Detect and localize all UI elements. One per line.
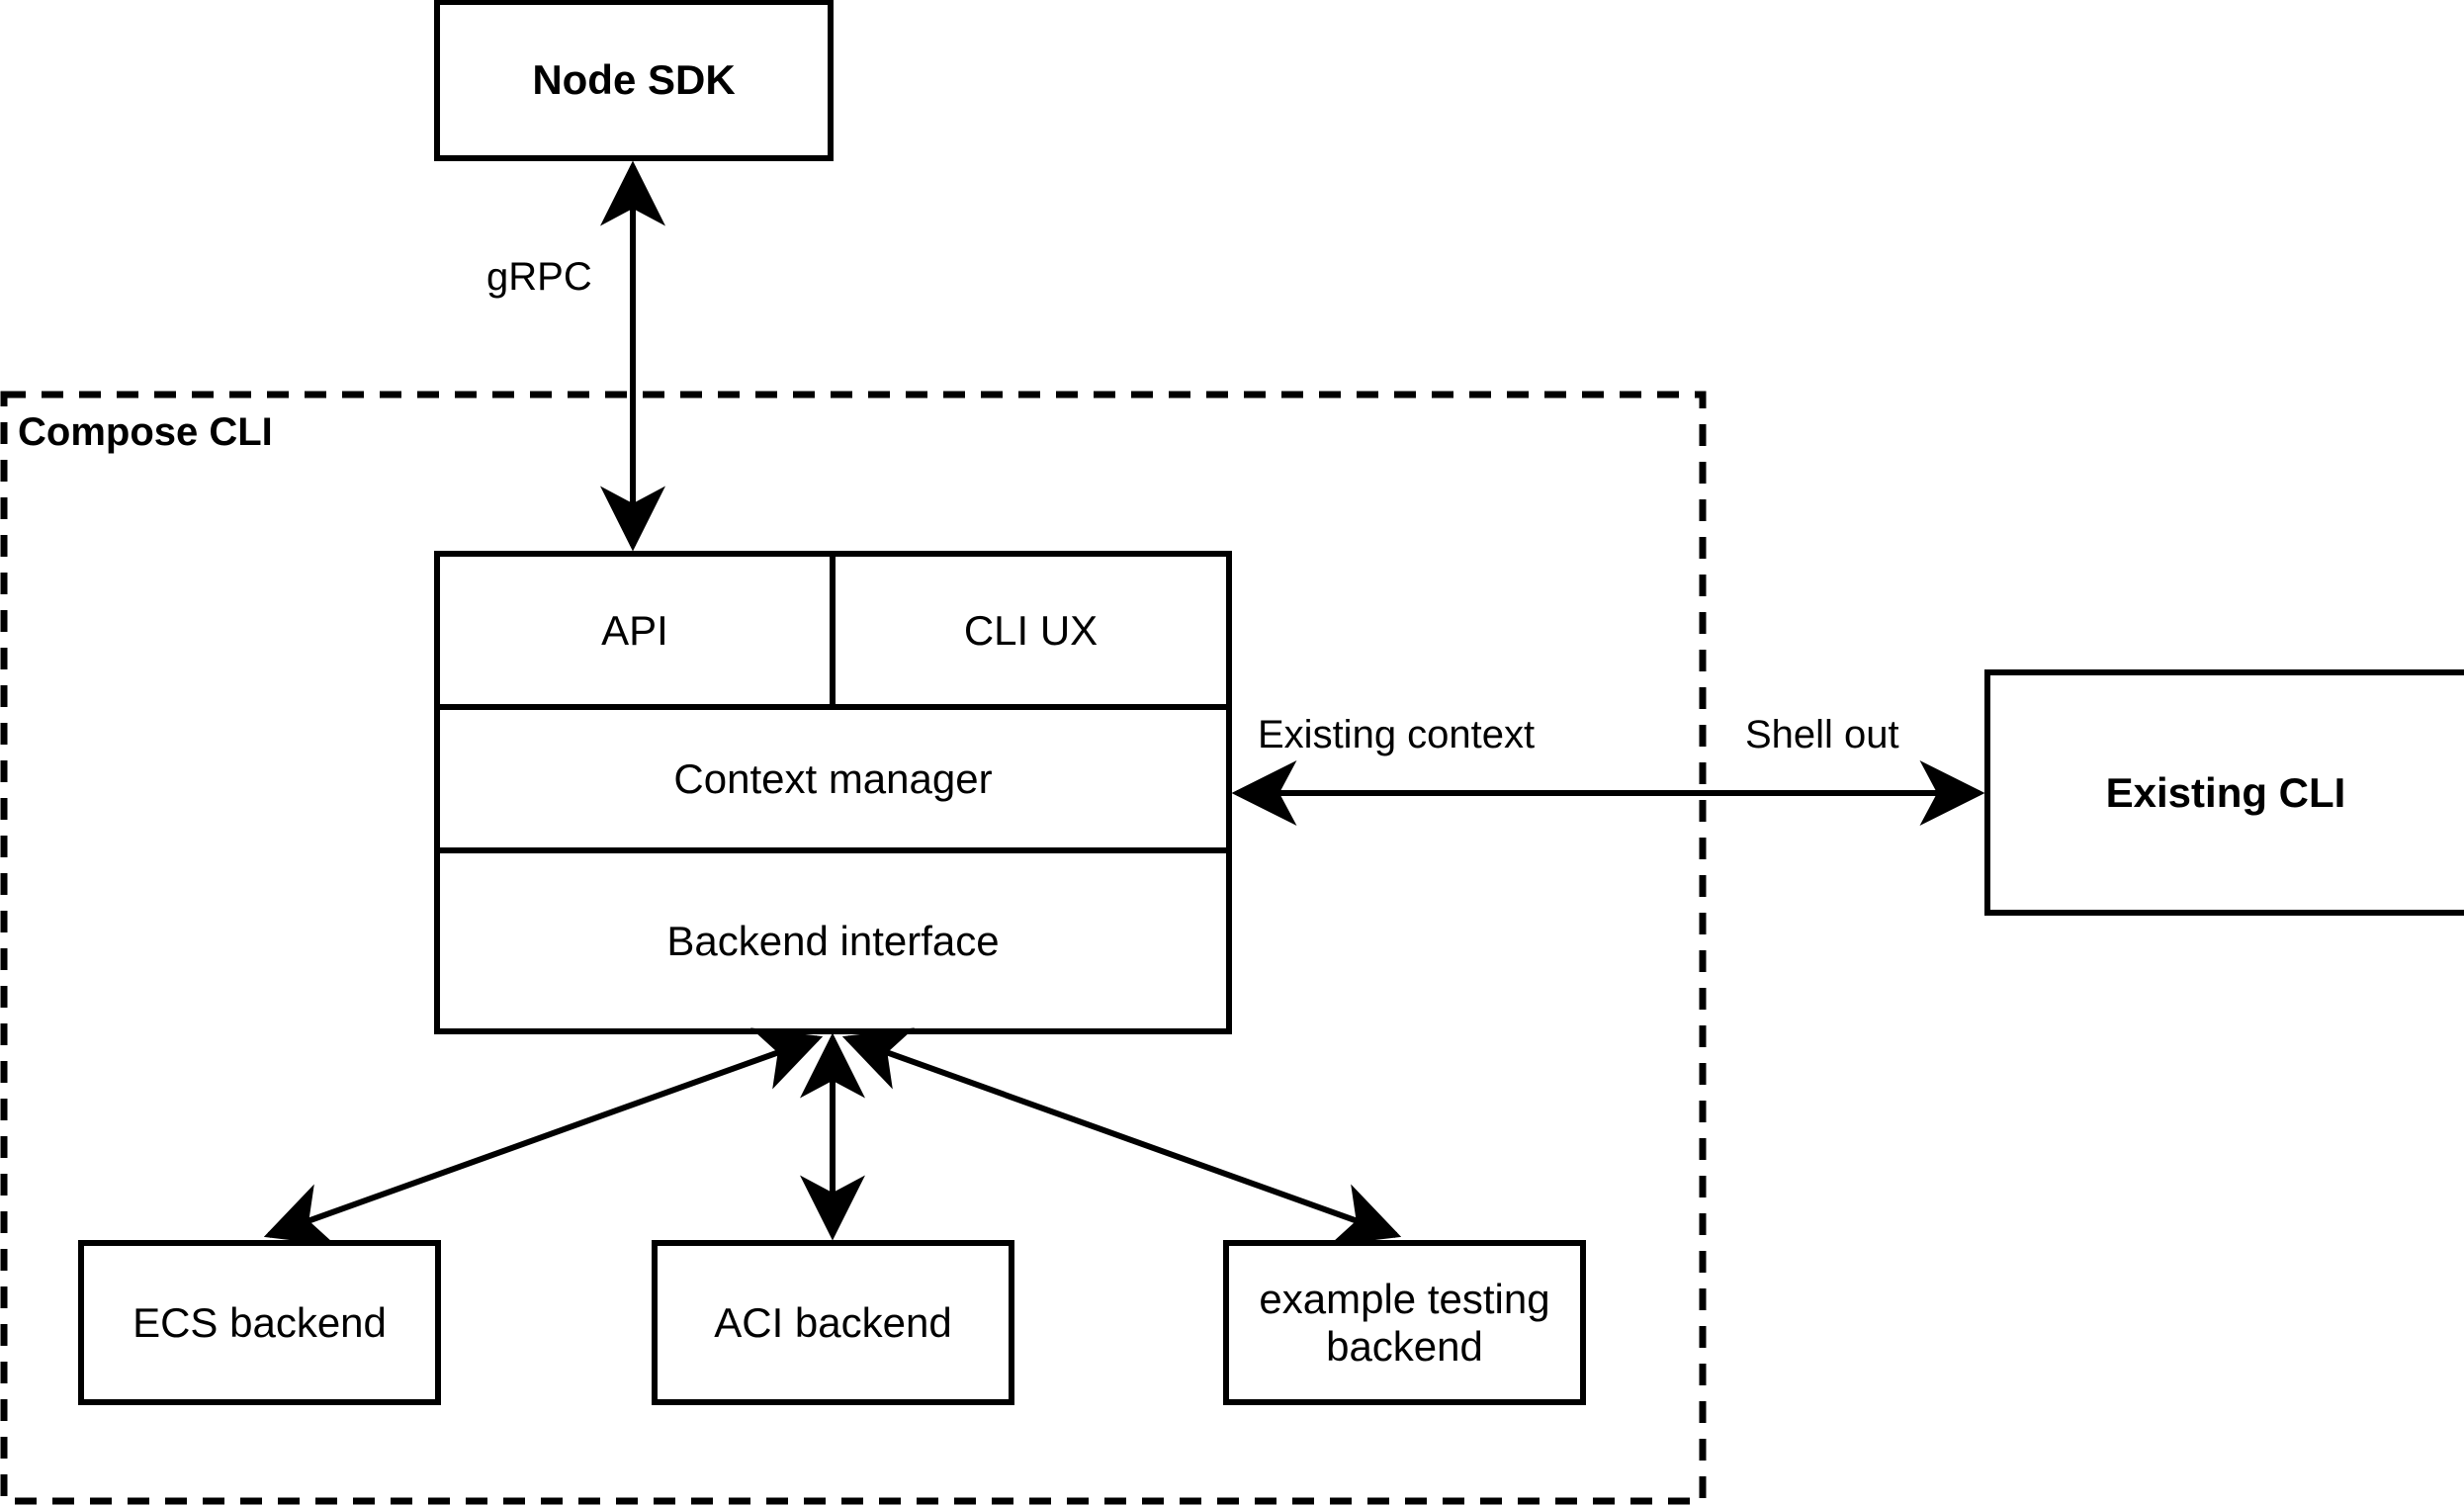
existing-context-edge-label: Existing context (1258, 713, 1536, 756)
compose-cli-group-label: Compose CLI (18, 410, 273, 454)
compose-cli-group-border (0, 391, 1707, 1505)
example-testing-backend-box[interactable] (1223, 1240, 1586, 1405)
node-sdk-box[interactable] (434, 0, 834, 161)
aci-backend-box[interactable] (652, 1240, 1014, 1405)
existing-cli-box[interactable] (1984, 669, 2464, 916)
ecs-backend-arrow (263, 1027, 824, 1246)
example-testing-backend-arrow (841, 1027, 1402, 1246)
ecs-backend-box[interactable] (78, 1240, 441, 1405)
shell-out-edge-label: Shell out (1745, 713, 1899, 756)
grpc-edge-label: gRPC (486, 255, 592, 299)
